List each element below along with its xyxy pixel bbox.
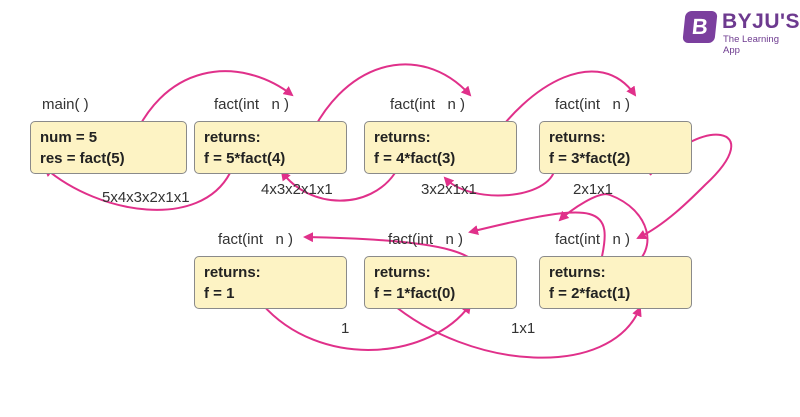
frame-box-fact1: returns: f = 1*fact(0) xyxy=(364,256,517,309)
main-line-2: res = fact(5) xyxy=(40,150,125,167)
main-frame-box: num = 5 res = fact(5) xyxy=(30,121,187,174)
main-label: main( ) xyxy=(42,96,89,113)
frame-fact0-line-1: returns: xyxy=(204,264,261,281)
frame-label-fact5: fact(int n ) xyxy=(214,96,290,113)
frame-fact0-line-2: f = 1 xyxy=(204,285,235,302)
return-arrow-fact5 xyxy=(43,166,231,211)
logo-tagline: The Learning App xyxy=(723,34,779,56)
return-arrow-fact3 xyxy=(443,167,556,197)
frame-label-fact4: fact(int n ) xyxy=(390,96,466,113)
return-value-5: 5x4x3x2x1x1 xyxy=(102,189,190,206)
main-line-1: num = 5 xyxy=(40,129,98,146)
frame-fact5-line-1: returns: xyxy=(204,129,261,146)
return-value-4: 4x3x2x1x1 xyxy=(261,181,333,198)
return-value-2: 2x1x1 xyxy=(573,181,614,198)
frame-label-fact3: fact(int n ) xyxy=(555,96,631,113)
return-value-1: 1x1 xyxy=(511,320,536,337)
frame-box-fact0: returns: f = 1 xyxy=(194,256,347,309)
frame-label-fact1: fact(int n ) xyxy=(388,231,464,248)
frame-label-fact0: fact(int n ) xyxy=(218,231,294,248)
call-arrow-fact2-to-fact1 xyxy=(468,211,606,266)
frame-fact1-line-1: returns: xyxy=(374,264,431,281)
frame-box-fact5: returns: f = 5*fact(4) xyxy=(194,121,347,174)
frame-fact1-line-2: f = 1*fact(0) xyxy=(374,285,456,302)
return-arrow-fact0 xyxy=(261,303,472,351)
call-arrow-fact5-to-fact4 xyxy=(304,63,472,149)
frame-box-fact4: returns: f = 4*fact(3) xyxy=(364,121,517,174)
return-arrow-fact2 xyxy=(558,193,649,269)
frame-fact2-line-1: returns: xyxy=(549,264,606,281)
frame-box-fact2: returns: f = 2*fact(1) xyxy=(539,256,692,309)
logo-name: BYJU'S xyxy=(722,10,800,33)
return-arrow-fact4 xyxy=(280,170,396,202)
frame-fact4-line-1: returns: xyxy=(374,129,431,146)
frame-label-fact2: fact(int n ) xyxy=(555,231,631,248)
return-value-0: 1 xyxy=(341,320,350,337)
frame-fact4-line-2: f = 4*fact(3) xyxy=(374,150,456,167)
return-value-3: 3x2x1x1 xyxy=(421,181,477,198)
frame-fact5-line-2: f = 5*fact(4) xyxy=(204,150,286,167)
byjus-logo: B BYJU'S The Learning App xyxy=(682,9,800,56)
frame-fact3-line-2: f = 3*fact(2) xyxy=(549,150,631,167)
frame-fact3-line-1: returns: xyxy=(549,129,606,146)
frame-box-fact3: returns: f = 3*fact(2) xyxy=(539,121,692,174)
frame-fact2-line-2: f = 2*fact(1) xyxy=(549,285,631,302)
return-arrow-fact1 xyxy=(389,301,642,359)
